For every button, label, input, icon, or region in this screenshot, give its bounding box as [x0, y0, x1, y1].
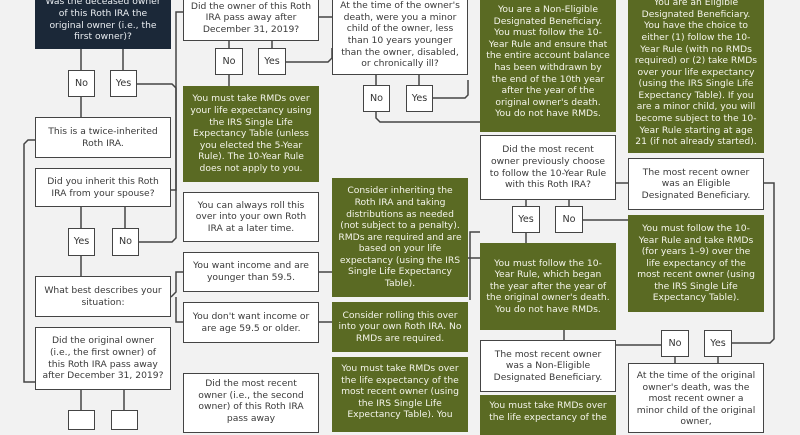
result-rmd-life-expectancy: You must take RMDs over your life expect… [183, 86, 319, 182]
result-consider-inheriting: Consider inheriting the Roth IRA and tak… [332, 178, 468, 297]
answer-no-button[interactable]: No [68, 70, 95, 97]
answer-no-button[interactable]: No [215, 48, 243, 75]
option-want-income: You want income and are younger than 59.… [183, 252, 319, 292]
question-previous-10-year: Did the most recent owner previously cho… [480, 135, 616, 200]
answer-yes-button[interactable]: Yes [406, 85, 433, 112]
answer-yes-button[interactable]: Yes [258, 48, 286, 75]
result-rmd-recent-owner-2: You must take RMDs over the life expecta… [480, 395, 616, 435]
answer-yes-button[interactable]: Yes [512, 206, 540, 233]
answer-no-button[interactable]: No [363, 85, 390, 112]
question-original-owner-after-2019: Did the original owner (i.e., the first … [35, 327, 171, 390]
connector-lines [23, 11, 775, 419]
answer-yes-button[interactable]: Yes [704, 330, 732, 357]
recent-owner-non-eligible: The most recent owner was a Non-Eligible… [480, 340, 616, 392]
question-situation: What best describes your situation: [35, 276, 171, 317]
result-follow-10-year-take-rmds: You must follow the 10-Year Rule and tak… [628, 215, 764, 312]
result-rmd-recent-owner: You must take RMDs over the life expecta… [332, 357, 468, 432]
roll-over-later-note: You can always roll this over into your … [183, 192, 319, 242]
option-no-income: You don't want income or are age 59.5 or… [183, 302, 319, 343]
question-spouse: Did you inherit this Roth IRA from your … [35, 168, 171, 207]
question-minor-child: At the time of the owner's death, were y… [332, 0, 468, 75]
question-owner-after-2019: Did the owner of this Roth IRA pass away… [183, 0, 319, 41]
answer-yes-button[interactable]: Yes [68, 228, 95, 256]
answer-no-button[interactable]: No [112, 228, 139, 256]
recent-owner-eligible: The most recent owner was an Eligible De… [628, 158, 764, 210]
question-original-owner: Was the deceased owner of this Roth IRA … [35, 0, 171, 49]
answer-no-button[interactable]: No [661, 330, 689, 357]
result-consider-rolling: Consider rolling this over into your own… [332, 302, 468, 352]
result-non-eligible: You are a Non-Eligible Designated Benefi… [480, 0, 616, 132]
result-follow-10-year-began: You must follow the 10-Year Rule, which … [480, 243, 616, 330]
answer-no-button[interactable]: No [555, 206, 583, 233]
answer-box[interactable] [68, 410, 95, 430]
result-eligible: You are an Eligible Designated Beneficia… [628, 0, 764, 153]
twice-inherited-note: This is a twice-inherited Roth IRA. [35, 117, 171, 158]
answer-yes-button[interactable]: Yes [110, 70, 137, 97]
question-recent-owner-minor: At the time of the original owner's deat… [628, 363, 764, 433]
question-recent-owner-after: Did the most recent owner (i.e., the sec… [183, 373, 319, 433]
answer-box[interactable] [111, 410, 138, 430]
